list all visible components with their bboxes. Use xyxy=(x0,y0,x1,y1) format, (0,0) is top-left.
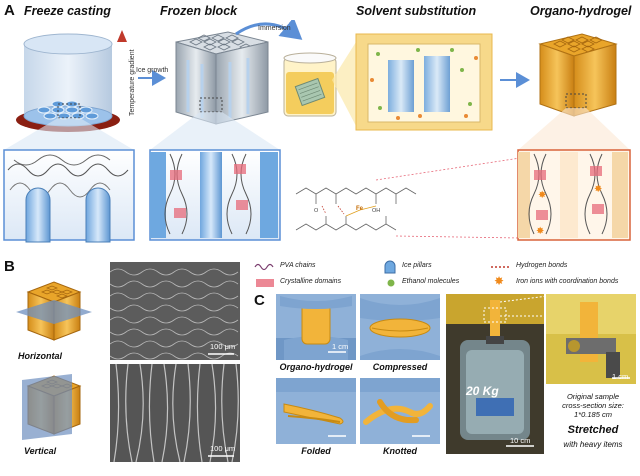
chem-label-oh: OH xyxy=(372,208,380,214)
caption-compressed: Compressed xyxy=(372,362,428,372)
with-heavy-items-label: with heavy items xyxy=(563,440,623,449)
iron-star-icon: ✸ xyxy=(494,274,505,288)
organo-hydrogel-block xyxy=(538,33,618,117)
original-sample-text: Original sample cross-section size: 1*0.… xyxy=(546,392,640,419)
legend-ethanol-molecules: Ethanol molecules xyxy=(402,278,460,285)
vertical-cut-diagram xyxy=(22,374,82,440)
chem-label-o: O xyxy=(314,208,319,214)
panel-a-diagram: Temperature gradient Ice growth Immersio… xyxy=(3,20,631,243)
panel-a-letter: A xyxy=(4,2,15,19)
zoom-box-organo-hydrogel: ✸ ✸ ✸ xyxy=(517,108,631,241)
crystal-domain-icon xyxy=(256,279,274,287)
immersion-label: Immersion xyxy=(258,25,291,32)
photo-scale-1cm: 1 cm xyxy=(332,342,349,351)
immersion-arrow xyxy=(235,20,303,40)
ethanol-beaker xyxy=(283,52,337,117)
freeze-casting-mold xyxy=(16,33,120,132)
sem-image-horizontal xyxy=(110,262,240,360)
sem-image-vertical xyxy=(110,364,240,462)
horizontal-label: Horizontal xyxy=(18,351,62,361)
scale-10cm: 10 cm xyxy=(510,436,531,445)
frozen-block xyxy=(175,31,269,125)
chemical-structure xyxy=(295,157,521,239)
weight-label: 20 Kg xyxy=(466,384,499,398)
sem-scale-bottom: 100 μm xyxy=(210,444,236,453)
svg-text:✸: ✸ xyxy=(594,184,602,195)
solvent-substitution-box xyxy=(332,33,493,131)
chem-label-fe: Fe xyxy=(356,206,364,212)
original-line-3: 1*0.185 cm xyxy=(574,410,612,419)
photo-compressed xyxy=(360,294,440,360)
caption-folded: Folded xyxy=(301,446,331,456)
panel-b-letter: B xyxy=(4,258,15,275)
step-title-organo-hydrogel: Organo-hydrogel xyxy=(530,4,632,18)
svg-text:✸: ✸ xyxy=(536,226,544,237)
sem-scale-top: 100 μm xyxy=(210,342,236,351)
ice-pillar-icon xyxy=(384,260,396,274)
caption-knotted: Knotted xyxy=(383,446,417,456)
legend-ice-pillars: Ice pillars xyxy=(402,262,432,269)
zoom-box-frozen-block xyxy=(149,112,281,241)
photo-clamp xyxy=(546,294,636,384)
photo-organo-hydrogel xyxy=(276,294,356,360)
original-line-2: cross-section size: xyxy=(562,401,624,410)
original-line-1: Original sample xyxy=(566,392,620,401)
caption-organo-hydrogel: Organo-hydrogel xyxy=(279,362,353,372)
wavy-line-icon xyxy=(254,263,274,271)
legend-pva-chains: PVA chains xyxy=(280,262,316,269)
horizontal-cut-diagram xyxy=(16,281,92,341)
legend-crystalline-domains: Crystalline domains xyxy=(280,278,342,285)
temperature-gradient-arrow xyxy=(117,30,127,120)
panel-c-letter: C xyxy=(254,292,265,309)
legend-hydrogen-bonds: Hydrogen bonds xyxy=(516,262,568,269)
zoom-connector xyxy=(500,295,549,317)
dashed-line-icon xyxy=(491,266,511,268)
svg-text:✸: ✸ xyxy=(538,190,546,201)
ethanol-dot-icon xyxy=(387,279,395,287)
photo-folded xyxy=(276,378,356,444)
stretched-label: Stretched xyxy=(567,424,619,436)
legend-iron-ions: Iron ions with coordination bonds xyxy=(516,278,619,285)
ice-growth-label: Ice growth xyxy=(136,67,168,74)
scale-clamp: 1 cm xyxy=(612,372,629,381)
vertical-label: Vertical xyxy=(24,446,57,456)
step-title-freeze-casting: Freeze casting xyxy=(24,4,111,18)
photo-heavy-load xyxy=(446,294,544,454)
zoom-box-freeze-casting xyxy=(3,118,135,243)
temperature-gradient-label: Temperature gradient xyxy=(129,49,136,116)
photo-knotted xyxy=(360,378,440,444)
step-title-frozen-block: Frozen block xyxy=(160,4,238,18)
step-title-solvent-substitution: Solvent substitution xyxy=(356,4,477,18)
